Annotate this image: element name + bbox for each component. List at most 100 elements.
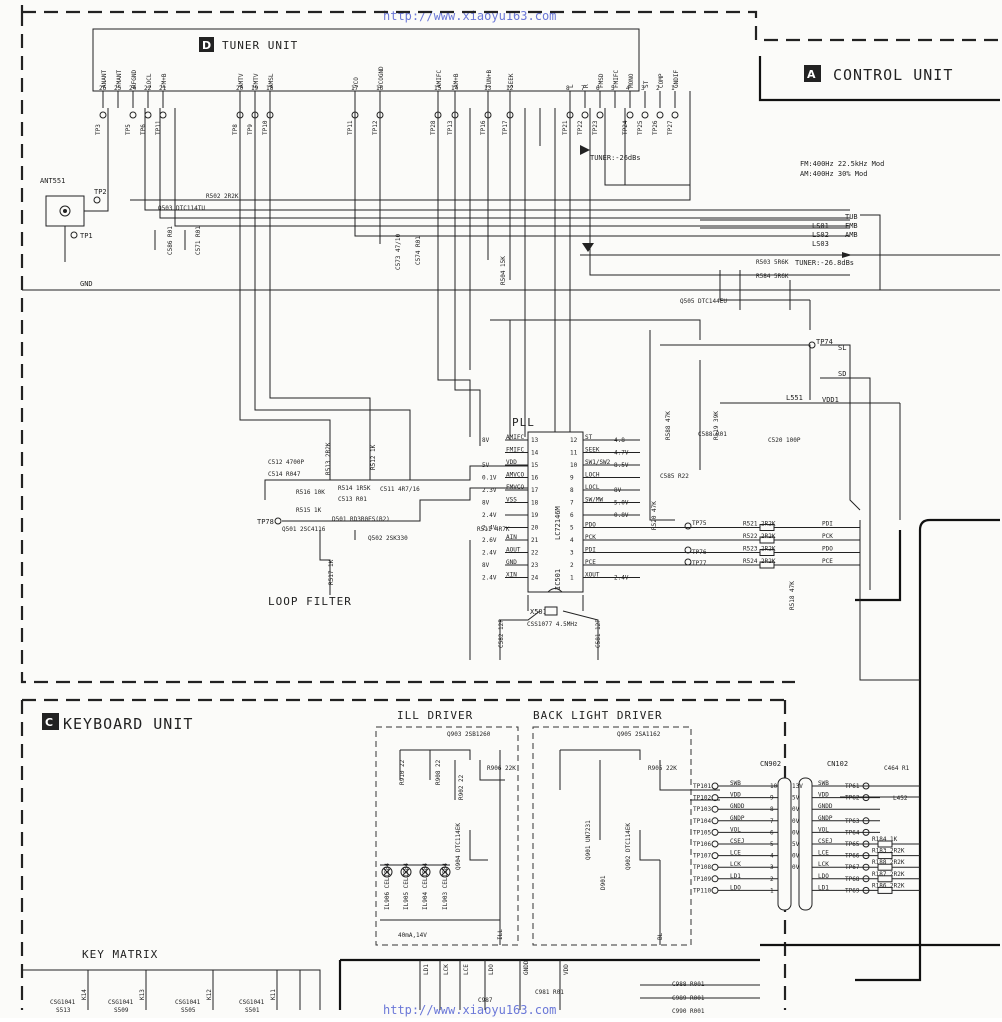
pll-right-pin-val: 0.8V [614,512,629,519]
q904-label: Q904 DTC114EK [455,823,462,870]
conn-testpoint-label: TP105 [693,829,711,836]
tuner-pin-name: RFGND [131,70,138,88]
key-switch-ref: S513 [56,1007,71,1014]
conn-right-signal: CSEJ [818,838,832,845]
antenna-label: ANT551 [40,177,65,185]
conn-left-signal: VDD [730,792,741,799]
conn-testpoint-label: TP108 [693,864,711,871]
tuner-testpoint-label: TP13 [447,120,454,135]
control-title: CONTROL UNIT [833,66,953,84]
r511-label: R511 4R7K [477,526,510,533]
r502-label: R502 2R2K [206,193,239,200]
key-switch-label: CSG1041 [239,999,265,1006]
pll-left-pin-num: 13 [531,437,539,444]
pll-right-pin-name: SW/MW [585,497,603,504]
bottom-signal-label: GNDD [523,960,530,975]
tuner-pin-name: SEEK [508,73,515,88]
pll-left-pin-num: 22 [531,550,539,557]
tuner-pin-num: 24 [129,85,137,92]
conn-pin-voltage: 5V [792,841,800,848]
pll-title: PLL [512,416,535,429]
key-line-label: K14 [81,989,88,1000]
ls02: LS02 [812,231,829,239]
conn-testpoint-icon [711,782,719,790]
pll-output-resistor: R523 2R2K [743,546,776,553]
pll-left-pin-val: 2.4V [482,575,497,582]
tuner-pin-num: 8 [566,85,570,92]
c585-label: C585 R22 [660,473,689,480]
tuner-testpoint-label: TP3 [95,124,102,135]
conn-left-signal: LDO [730,884,741,891]
conn-pin-voltage: 0V [792,806,800,813]
crystal-label: CSS1077 4.5MHz [527,621,578,628]
tuner-pin-name: FM+B [161,73,168,88]
conn-left-signal: LCK [730,861,741,868]
vdd1-label: VDD1 [822,396,839,404]
bottom-signal-label: LCE [463,964,470,975]
conn-testpoint-icon [711,863,719,871]
tuner-testpoint-label: TP10 [262,120,269,135]
conn-testpoint-label: TP106 [693,841,711,848]
pll-right-pin-name: ST [585,434,593,441]
watermark-bottom: http://www.xiaoyu163.com [383,1003,556,1017]
pll-left-pin-val: 2.4V [482,512,497,519]
c574-label: C574 R01 [415,236,422,265]
pll-left-pin-num: 19 [531,512,539,519]
resistor-icon [759,524,775,531]
pll-left-pin-val: 8V [482,500,490,507]
r514-label: R514 1R5K [338,485,371,492]
pll-right-pin-num: 10 [570,462,578,469]
conn-testpoint-label: TP101 [693,783,711,790]
conn-right-tp-label: TP67 [845,864,860,871]
pll-left-pin-num: 15 [531,462,539,469]
conn-right-resistor: R183 2R2K [872,848,905,855]
tuner-testpoint-icon [656,111,664,119]
tuner-pin-name: ANANT [101,70,108,88]
conn-right-signal: LCK [818,861,829,868]
pll-ic-name: LC72146M [554,506,562,540]
tuner-pin-num: 15 [434,85,442,92]
mod-am: AM:400Hz 30% Mod [800,170,867,178]
conn-pin-voltage: 5V [792,795,800,802]
tuner-pin-name: MONO [628,73,635,88]
tuner-pin-name: FMANT [116,70,123,88]
conn-right-signal: SWB [818,780,829,787]
tuner-testpoint-label: TP16 [480,120,487,135]
tuner-testpoint-label: TP5 [125,124,132,135]
pll-right-pin-num: 4 [570,537,574,544]
current-label: 40mA,14V [398,932,427,939]
tp74-label: TP74 [816,338,833,346]
tuner-pin-num: 18 [266,85,274,92]
pll-output-resistor: R521 2R2K [743,521,776,528]
tuner-pin-num: 12 [506,85,514,92]
lamp-icon [381,866,393,878]
tp75-label: TP75 [692,520,707,527]
c573-label: C573 47/10 [395,233,402,270]
tuner-pin-num: 25 [114,85,122,92]
arrow-right-icon [842,252,852,258]
tuner-testpoint-icon [99,111,107,119]
pll-output-signal: PCK [822,533,833,540]
tuner-pin-name: AMIFC [436,70,443,88]
conn-right-signal: VOL [818,826,829,833]
conn-right-tp-label: TP66 [845,853,860,860]
conn-right-tp-icon [862,886,870,894]
tuner-letter: D [202,39,211,52]
key-switch-ref: S505 [181,1007,196,1014]
tuner-pin-name: AM+B [453,73,460,88]
conn-right-tp-label: TP63 [845,818,860,825]
q902-label: Q902 DTC114EK [625,823,632,870]
pll-left-pin-val: 2.4V [482,525,497,532]
conn-testpoint-label: TP104 [693,818,711,825]
tuner-testpoint-icon [144,111,152,119]
conn-pin-num: 5 [770,841,774,848]
tuner-pin-num: 17 [351,85,359,92]
tuner-testpoint-label: TP8 [232,124,239,135]
tuner-pin-name: AMTV [238,73,245,88]
conn-right-resistor: R187 2R2K [872,871,905,878]
pll-left-pin-val: 2.4V [482,550,497,557]
c582-label: C582 12P [498,619,505,648]
tp75-icon [684,522,692,530]
conn-pin-voltage: 0V [792,853,800,860]
